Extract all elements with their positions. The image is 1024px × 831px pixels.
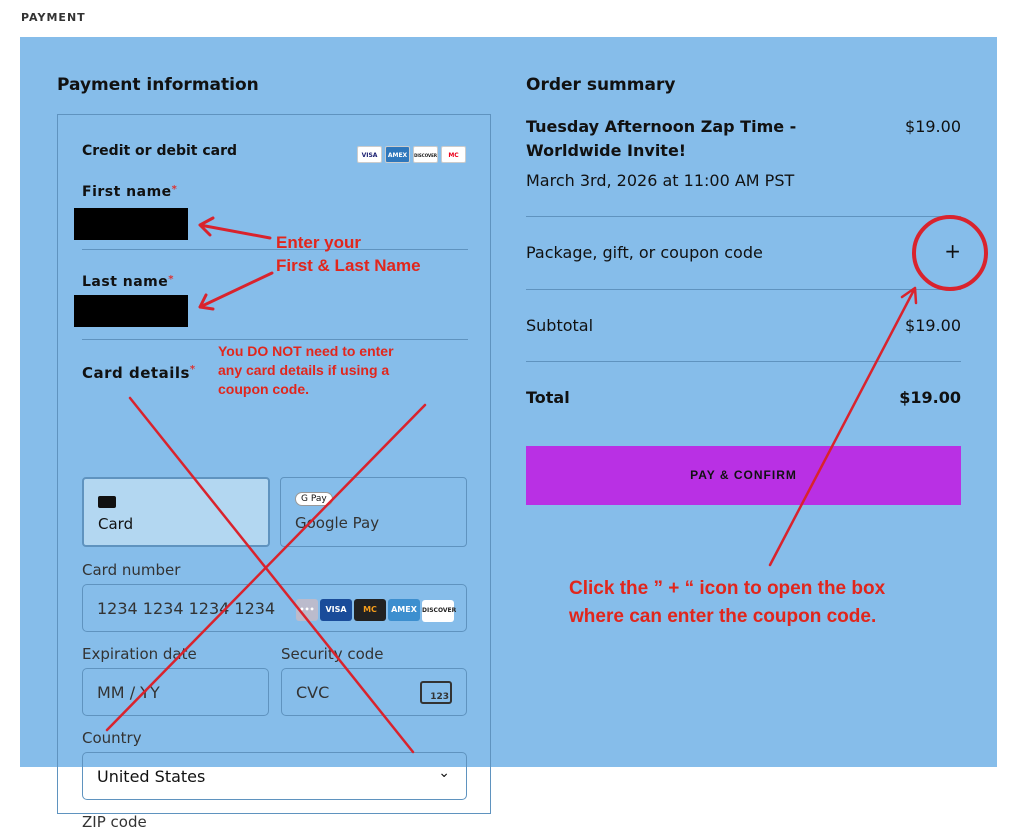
payment-panel: Payment information Credit or debit card… <box>20 37 997 831</box>
divider <box>526 216 961 217</box>
card-number-label: Card number <box>82 561 181 579</box>
section-header: PAYMENT <box>21 11 86 24</box>
country-label: Country <box>82 729 142 747</box>
tab-google-pay-label: Google Pay <box>295 514 380 532</box>
cvc-label: Security code <box>281 645 384 663</box>
card-section-title: Credit or debit card <box>82 143 238 159</box>
item-name: Tuesday Afternoon Zap Time - Worldwide I… <box>526 117 797 160</box>
discover-logo: DISCOVER <box>413 146 438 163</box>
card-icon <box>98 496 116 508</box>
coupon-expand-button[interactable]: + <box>944 239 961 263</box>
country-value: United States <box>97 767 206 786</box>
visa-logo: VISA <box>357 146 382 163</box>
amex-logo: AMEX <box>385 146 410 163</box>
coupon-label: Package, gift, or coupon code <box>526 243 763 262</box>
first-name-label: First name* <box>82 184 178 200</box>
cvc-card-icon: 123 <box>420 681 452 704</box>
chevron-down-icon: ⌄ <box>438 765 450 781</box>
last-name-input-redacted[interactable] <box>74 295 188 327</box>
tab-card-label: Card <box>98 515 134 533</box>
expiry-input[interactable]: MM / YY <box>82 668 269 716</box>
divider <box>526 289 961 290</box>
total-label: Total <box>526 388 570 407</box>
divider <box>526 361 961 362</box>
visa-logo: VISA <box>320 599 352 621</box>
card-details-label: Card details* <box>82 364 196 382</box>
annotation-card-note: You DO NOT need to enter any card detail… <box>218 343 394 397</box>
subtotal-value: $19.00 <box>905 316 961 335</box>
country-select[interactable]: United States ⌄ <box>82 752 467 800</box>
divider <box>82 339 468 340</box>
payment-title: Payment information <box>57 75 259 95</box>
discover-logo: DISCOVER <box>422 600 456 622</box>
mastercard-logo: MC <box>441 146 466 163</box>
order-summary-title: Order summary <box>526 75 676 95</box>
card-number-placeholder: 1234 1234 1234 1234 <box>97 599 276 618</box>
tab-card[interactable]: Card <box>82 477 270 547</box>
total-value: $19.00 <box>899 388 961 407</box>
expiry-label: Expiration date <box>82 645 197 663</box>
first-name-input-redacted[interactable] <box>74 208 188 240</box>
last-name-label: Last name* <box>82 274 174 290</box>
cvc-input[interactable]: CVC 123 <box>281 668 467 716</box>
cvc-placeholder: CVC <box>296 683 330 702</box>
tab-google-pay[interactable]: G Pay Google Pay <box>280 477 467 547</box>
subtotal-label: Subtotal <box>526 316 594 335</box>
mastercard-logo: MC <box>354 599 386 621</box>
item-date: March 3rd, 2026 at 11:00 AM PST <box>526 171 795 190</box>
zip-label: ZIP code <box>82 813 147 831</box>
pay-confirm-button[interactable]: PAY & CONFIRM <box>526 446 961 505</box>
google-pay-badge: G Pay <box>295 492 333 506</box>
amex-logo: AMEX <box>388 599 420 621</box>
divider <box>82 249 468 250</box>
item-price: $19.00 <box>905 117 961 136</box>
